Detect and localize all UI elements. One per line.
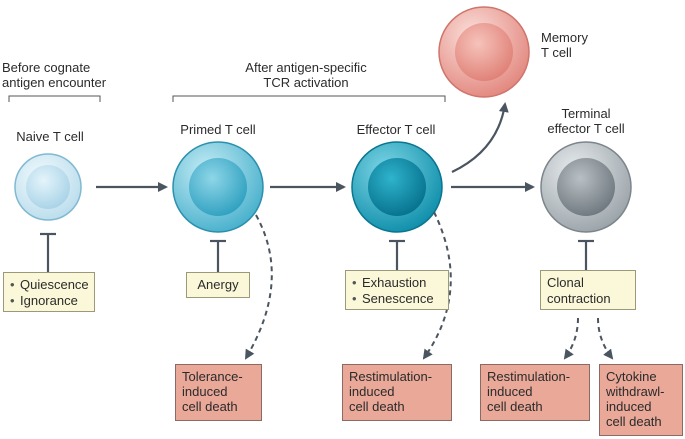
effector-restim-line2: induced bbox=[349, 384, 395, 399]
effector-restim-line3: cell death bbox=[349, 399, 405, 414]
state-anergy: Anergy bbox=[197, 277, 239, 292]
inhibit-primed bbox=[210, 239, 226, 272]
bracket-before bbox=[8, 95, 101, 102]
terminal-cell-label-line1: Terminal bbox=[561, 106, 611, 121]
cytokine-death-line3: induced bbox=[606, 399, 652, 414]
dashed-arrow-effector-death bbox=[422, 211, 452, 360]
tolerance-death-line1: Tolerance- bbox=[182, 369, 243, 384]
state-ignorance: Ignorance bbox=[10, 293, 88, 309]
tolerance-death-box: Tolerance- induced cell death bbox=[175, 364, 262, 421]
effector-cell-label: Effector T cell bbox=[356, 122, 436, 137]
terminal-restim-death-box: Restimulation- induced cell death bbox=[480, 364, 590, 421]
inhibit-terminal bbox=[578, 239, 594, 270]
state-exhaustion: Exhaustion bbox=[352, 275, 442, 291]
naive-cell-label: Naive T cell bbox=[16, 129, 84, 144]
dashed-arrow-primed-death bbox=[244, 214, 273, 360]
inhibit-effector bbox=[389, 239, 405, 270]
inhibit-naive bbox=[40, 232, 56, 272]
primed-t-cell bbox=[172, 141, 264, 233]
effector-state-list: Exhaustion Senescence bbox=[352, 275, 442, 307]
memory-cell-label-line2: T cell bbox=[541, 45, 572, 60]
primed-state-box: Anergy bbox=[186, 272, 250, 298]
arrow-effector-to-memory bbox=[451, 102, 509, 173]
effector-restim-line1: Restimulation- bbox=[349, 369, 433, 384]
terminal-restim-line1: Restimulation- bbox=[487, 369, 571, 384]
header-before-line2: antigen encounter bbox=[2, 75, 107, 90]
terminal-cell-label-line2: effector T cell bbox=[547, 121, 625, 136]
terminal-restim-line2: induced bbox=[487, 384, 533, 399]
terminal-restim-line3: cell death bbox=[487, 399, 543, 414]
memory-cell-label-line1: Memory bbox=[541, 30, 588, 45]
state-senescence: Senescence bbox=[352, 291, 442, 307]
naive-state-box: Quiescence Ignorance bbox=[3, 272, 95, 312]
bracket-after bbox=[172, 95, 446, 102]
memory-t-cell bbox=[438, 6, 530, 98]
state-quiescence: Quiescence bbox=[10, 277, 89, 293]
effector-restim-death-box: Restimulation- induced cell death bbox=[342, 364, 452, 421]
header-after-line2: TCR activation bbox=[263, 75, 349, 90]
tolerance-death-line2: induced bbox=[182, 384, 228, 399]
naive-state-list: Quiescence Ignorance bbox=[10, 277, 89, 309]
terminal-state-box: Clonal contraction bbox=[540, 270, 636, 310]
terminal-effector-t-cell bbox=[540, 141, 632, 233]
cytokine-death-line2: withdrawl- bbox=[606, 384, 665, 399]
primed-cell-label: Primed T cell bbox=[180, 122, 256, 137]
cytokine-death-line4: cell death bbox=[606, 414, 662, 429]
dashed-arrow-clonal-cytokine bbox=[597, 317, 614, 360]
naive-t-cell bbox=[14, 153, 82, 221]
header-before-line1: Before cognate bbox=[2, 60, 91, 75]
cytokine-death-box: Cytokine withdrawl- induced cell death bbox=[599, 364, 683, 436]
header-after-line1: After antigen-specific bbox=[245, 60, 367, 75]
state-clonal-line1: Clonal bbox=[547, 275, 584, 290]
tolerance-death-line3: cell death bbox=[182, 399, 238, 414]
effector-state-box: Exhaustion Senescence bbox=[345, 270, 449, 310]
effector-t-cell bbox=[351, 141, 443, 233]
cytokine-death-line1: Cytokine bbox=[606, 369, 657, 384]
state-clonal-line2: contraction bbox=[547, 291, 611, 306]
dashed-arrow-clonal-restim bbox=[563, 317, 579, 360]
